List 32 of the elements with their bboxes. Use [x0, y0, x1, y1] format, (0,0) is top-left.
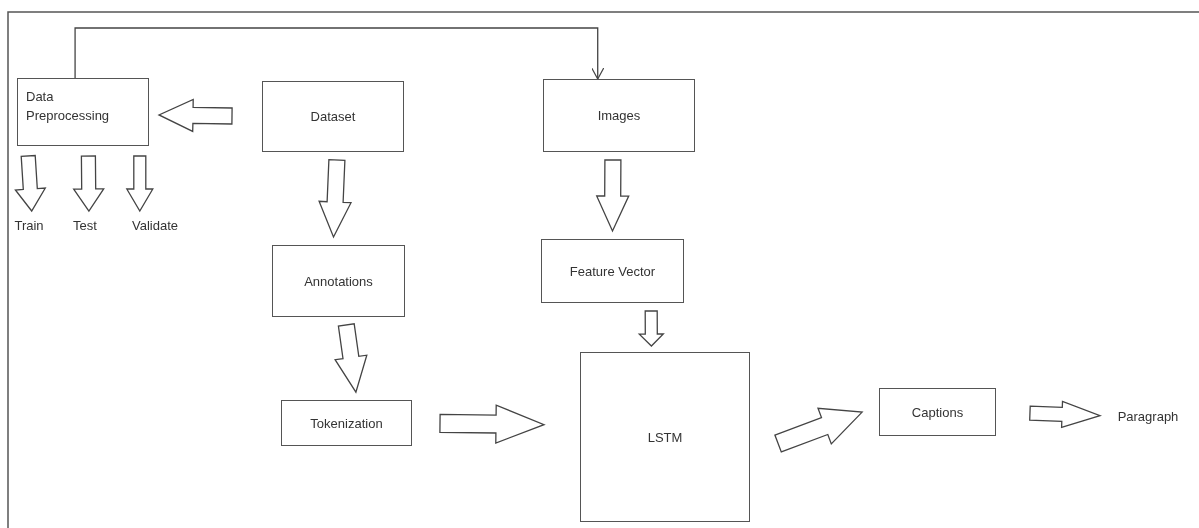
output-label: Paragraph: [1117, 408, 1179, 424]
block-arrow: [318, 158, 353, 239]
connector-arrow: [74, 27, 605, 80]
process-box: [580, 352, 750, 522]
process-box: [281, 400, 412, 446]
box-label: Images: [597, 108, 641, 123]
block-arrow: [439, 404, 546, 444]
box-label: Captions: [911, 404, 964, 420]
process-box: [17, 78, 149, 146]
block-arrow: [334, 323, 368, 394]
output-label: Test: [73, 217, 97, 233]
block-arrow: [637, 310, 665, 347]
block-arrow: [1029, 400, 1102, 429]
process-box: [541, 239, 684, 303]
box-label: Tokenization: [310, 415, 383, 431]
output-label: Validate: [132, 217, 178, 233]
process-box: [262, 81, 404, 152]
box-label: Feature Vector: [569, 263, 656, 279]
box-label: Annotations: [304, 273, 373, 289]
block-arrow: [72, 155, 105, 213]
block-arrow: [14, 154, 47, 213]
process-box: [543, 79, 695, 152]
box-label: LSTM: [647, 429, 683, 445]
box-label: Data Preprocessing: [26, 88, 111, 125]
box-label: Dataset: [310, 109, 356, 124]
block-arrow: [157, 98, 233, 133]
output-label: Train: [14, 217, 44, 233]
block-arrow: [595, 159, 630, 233]
block-arrow: [125, 155, 154, 213]
process-box: [272, 245, 405, 317]
block-arrow: [774, 407, 864, 453]
process-box: [879, 388, 996, 436]
